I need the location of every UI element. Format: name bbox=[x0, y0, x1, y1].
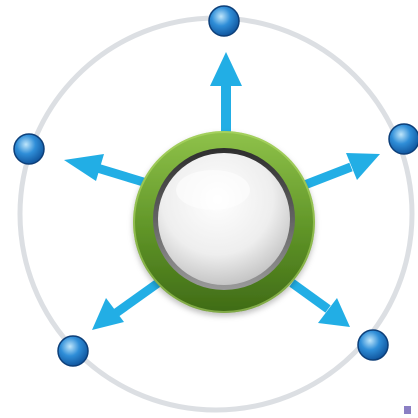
arrow-icon-lower-right bbox=[289, 279, 350, 327]
outer-node-icon-bottom-left bbox=[57, 335, 89, 367]
center-hub-icon bbox=[133, 131, 315, 313]
arrow-icon-lower-left bbox=[92, 279, 161, 330]
outer-node-icon-top bbox=[208, 5, 240, 37]
outer-node-icon-bottom-right bbox=[357, 329, 389, 361]
outer-node-icon-left bbox=[13, 133, 45, 165]
outer-node-icon-right bbox=[388, 123, 418, 155]
arrow-icon-upper-right bbox=[300, 153, 380, 191]
corner-mark bbox=[404, 406, 411, 414]
arrow-icon-upper-left bbox=[64, 154, 152, 189]
arrow-icon-up bbox=[210, 52, 242, 132]
